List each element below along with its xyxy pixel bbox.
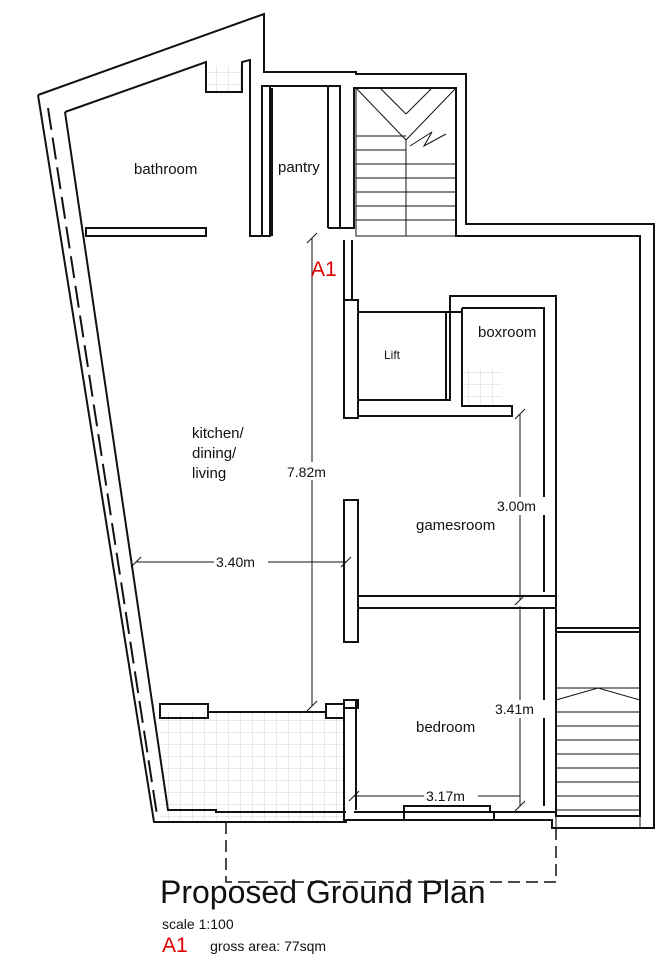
dimension-label-3-00: 3.00m — [497, 498, 536, 514]
room-label-kitchen-line2: dining/ — [192, 445, 237, 462]
dashed-outline — [225, 822, 557, 883]
staircase-bottom — [555, 687, 641, 829]
outer-wall-outer — [37, 12, 655, 829]
room-label-gamesroom: gamesroom — [416, 517, 495, 534]
plan-title: Proposed Ground Plan — [160, 874, 486, 910]
terrace-tiles — [160, 712, 346, 820]
shaft-tiles-top — [208, 66, 242, 94]
dimension-label-3-17: 3.17m — [426, 788, 465, 804]
outer-wall-inner — [64, 58, 251, 113]
walls — [37, 12, 655, 829]
room-label-bathroom: bathroom — [134, 161, 197, 178]
dimension-label-3-41: 3.41m — [495, 701, 534, 717]
plan-scale: scale 1:100 — [162, 916, 234, 932]
room-label-pantry: pantry — [278, 159, 320, 176]
staircase-top — [355, 87, 457, 237]
dimension-label-7-82: 7.82m — [287, 464, 326, 480]
room-label-kitchen-line3: living — [192, 465, 226, 482]
section-marker-a1: A1 — [311, 258, 337, 281]
room-label-kitchen-line1: kitchen/ — [192, 425, 245, 442]
gross-area-row: A1 gross area: 77sqm — [162, 934, 326, 958]
gross-area-text: gross area: 77sqm — [210, 938, 327, 954]
room-label-bedroom: bedroom — [416, 719, 475, 736]
shaft-tiles-boxroom — [462, 370, 502, 406]
room-label-boxroom: boxroom — [478, 324, 536, 341]
area-marker-a1: A1 — [162, 934, 188, 957]
dimension-label-3-40: 3.40m — [216, 554, 255, 570]
room-label-lift: Lift — [384, 348, 401, 362]
